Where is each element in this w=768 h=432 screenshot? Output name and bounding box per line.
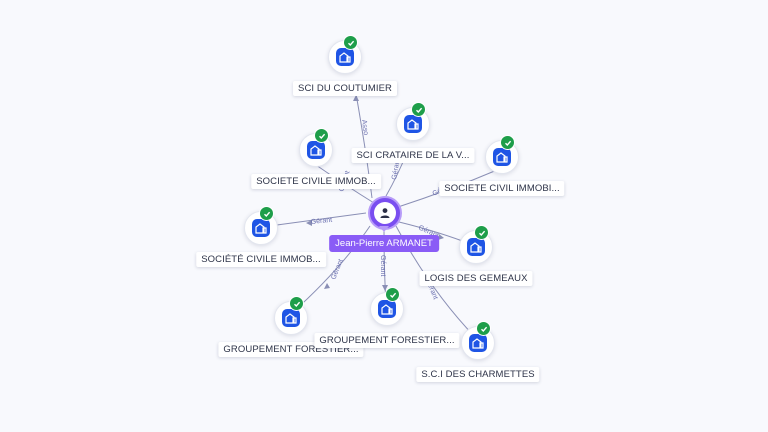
- company-label[interactable]: LOGIS DES GEMEAUX: [419, 271, 533, 286]
- arrow-icon: [438, 234, 444, 240]
- person-label[interactable]: Jean-Pierre ARMANET: [329, 235, 439, 252]
- verified-check-icon: [314, 128, 329, 143]
- company-label[interactable]: SCI CRATAIRE DE LA V...: [351, 148, 475, 163]
- verified-check-icon: [289, 296, 304, 311]
- verified-check-icon: [474, 225, 489, 240]
- arrow-icon: [382, 285, 388, 291]
- company-bubble[interactable]: [328, 35, 362, 74]
- verified-check-icon: [476, 321, 491, 336]
- company-bubble[interactable]: [396, 102, 430, 141]
- company-bubble[interactable]: [299, 128, 333, 167]
- company-label[interactable]: S.C.I DES CHARMETTES: [416, 367, 540, 382]
- company-bubble[interactable]: [485, 135, 519, 174]
- building-icon: [493, 148, 511, 166]
- company-bubble[interactable]: [461, 321, 495, 360]
- building-icon: [282, 309, 300, 327]
- company-bubble[interactable]: [370, 287, 404, 326]
- edge-label-sci-crataire: Gérant: [391, 158, 402, 180]
- building-icon: [252, 219, 270, 237]
- edge-label-sci-du-coutumier: Asso: [360, 119, 369, 135]
- company-bubble[interactable]: [274, 296, 308, 335]
- pin-tip: [379, 226, 389, 232]
- person-bubble[interactable]: [368, 196, 402, 230]
- building-icon: [378, 300, 396, 318]
- company-label[interactable]: SCI DU COUTUMIER: [293, 81, 397, 96]
- arrow-icon: [324, 283, 330, 289]
- building-icon: [404, 115, 422, 133]
- verified-check-icon: [343, 35, 358, 50]
- person-icon: [374, 202, 396, 224]
- verified-check-icon: [259, 206, 274, 221]
- company-bubble[interactable]: [244, 206, 278, 245]
- verified-check-icon: [385, 287, 400, 302]
- edge-label-groupement-forestier-2: Gérant: [379, 255, 386, 276]
- company-label[interactable]: SOCIETE CIVILE IMMOB...: [251, 174, 381, 189]
- building-icon: [467, 238, 485, 256]
- verified-check-icon: [411, 102, 426, 117]
- company-label[interactable]: SOCIETE CIVIL IMMOBI...: [439, 181, 565, 196]
- company-label[interactable]: SOCIÉTÉ CIVILE IMMOB...: [196, 252, 326, 267]
- building-icon: [307, 141, 325, 159]
- edge-label-societe-civile-immob-2: Gérant: [310, 217, 332, 226]
- company-label[interactable]: GROUPEMENT FORESTIER...: [314, 333, 460, 348]
- edge-label-groupement-forestier-1: Gérant: [330, 258, 345, 281]
- verified-check-icon: [500, 135, 515, 150]
- arrow-icon: [306, 220, 312, 226]
- edge-arrows: [306, 95, 444, 291]
- building-icon: [336, 48, 354, 66]
- arrow-icon: [353, 95, 359, 101]
- company-bubble[interactable]: [459, 225, 493, 264]
- building-icon: [469, 334, 487, 352]
